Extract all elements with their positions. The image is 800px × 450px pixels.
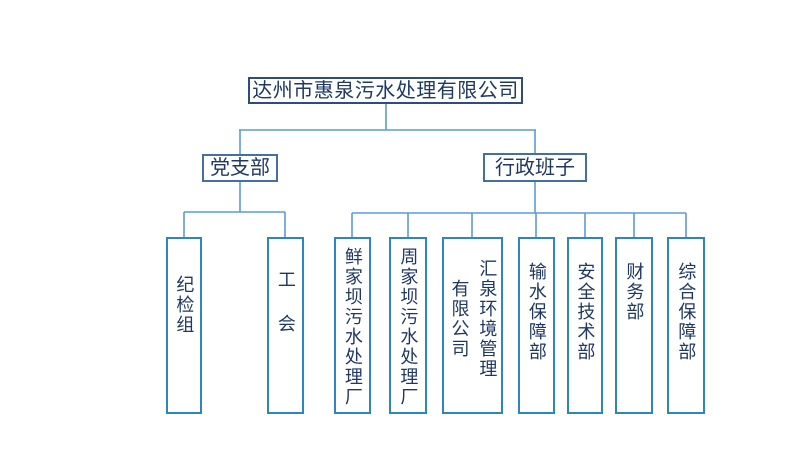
leaf-box-jijianzu: 纪检组 — [166, 237, 202, 414]
org-root-label: 达州市惠泉污水处理有限公司 — [252, 79, 519, 102]
leaf-box-zhoujiaba: 周家坝污水处理厂 — [389, 237, 427, 414]
branch-label-party: 党支部 — [210, 157, 270, 179]
org-root-box: 达州市惠泉污水处理有限公司 — [248, 77, 523, 104]
branch-box-admin: 行政班子 — [483, 153, 587, 182]
leaf-box-caiwu: 财务部 — [615, 237, 653, 414]
leaf-label-jijianzu: 纪检组 — [174, 275, 195, 335]
leaf-label-huiquan: 汇泉环境管理 有限公司 — [449, 259, 498, 379]
leaf-box-zonghe: 综合保障部 — [667, 237, 705, 414]
leaf-box-shushui: 输水保障部 — [518, 237, 555, 414]
leaf-label-caiwu: 财务部 — [624, 262, 645, 322]
leaf-box-huiquan: 汇泉环境管理 有限公司 — [442, 237, 503, 414]
leaf-label-zhoujiaba: 周家坝污水处理厂 — [398, 247, 419, 407]
leaf-label-xianjiaba: 鲜家坝污水处理厂 — [342, 247, 363, 407]
leaf-label-shushui: 输水保障部 — [526, 262, 547, 362]
leaf-box-gonghui: 工会 — [267, 237, 304, 414]
leaf-label-anquan: 安全技术部 — [575, 262, 596, 362]
branch-label-admin: 行政班子 — [495, 156, 575, 179]
leaf-box-anquan: 安全技术部 — [567, 237, 603, 414]
leaf-box-xianjiaba: 鲜家坝污水处理厂 — [334, 237, 371, 414]
branch-box-party: 党支部 — [202, 154, 278, 182]
leaf-label-gonghui: 工会 — [275, 270, 296, 358]
leaf-label-zonghe: 综合保障部 — [676, 262, 697, 362]
